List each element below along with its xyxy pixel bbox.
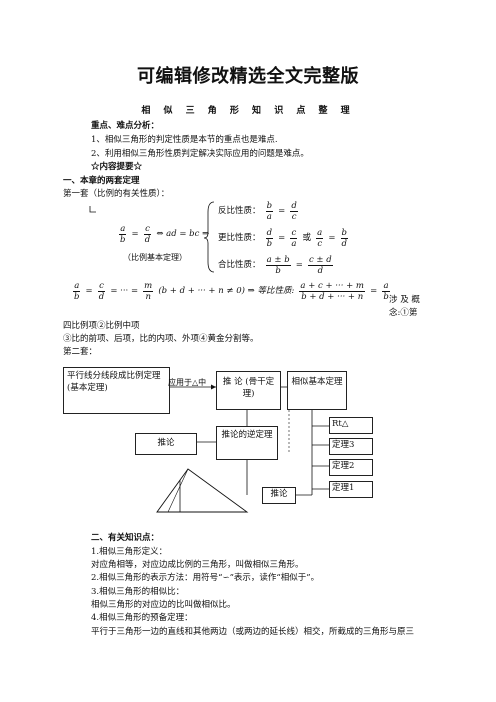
cross-product-expression: ⇔ ad = bc ⇒: [156, 229, 210, 239]
knowledge-4-title: 4.相似三角形的预备定理：: [91, 613, 193, 623]
arrow-label-apply-to-triangle: 应用于△中: [168, 378, 207, 387]
box-right-triangle: Rt△: [329, 417, 373, 434]
box-corollary-bottom: 推论: [262, 487, 296, 504]
key-points-heading: 重点、难点分析：: [91, 121, 160, 131]
set-2-label: 第二套：: [63, 347, 98, 357]
knowledge-3-body: 相似三角形的对应边的比叫做相似比。: [91, 600, 236, 610]
concepts-text-d: ③比的前项、后项，比的内项、外项④黄金分割等。: [63, 334, 259, 344]
key-point-1: 1、相似三角形的判定性质是本节的重点也是难点.: [91, 135, 278, 145]
composition-property-label: 合比性质：: [218, 260, 261, 270]
concepts-text-b: 念:①第: [389, 308, 418, 318]
equal-ratio-condition: (b + d + ··· + n ≠ 0) ⇒ 等比性质:: [158, 286, 295, 296]
knowledge-1-body: 对应角相等，对应边成比例的三角形，叫做相似三角形。: [91, 560, 304, 570]
box-similar-basic-theorem: 相似基本定理: [287, 371, 347, 410]
knowledge-3-title: 3.相似三角形的相似比：: [91, 587, 185, 597]
concepts-text-a: 涉 及 概: [389, 295, 420, 305]
alternate-property-label: 更比性质：: [218, 233, 261, 243]
concepts-text-c: 四比例项②比例中项: [63, 321, 140, 331]
box-corollary-main: 推 论 (骨干定理): [216, 371, 281, 410]
box-parallel-lines-theorem: 平行线分线段成比例定理(基本定理): [63, 367, 170, 414]
key-point-2: 2、利用相似三角形性质判定解决实际应用的问题是难点。: [91, 149, 309, 159]
document-title: 可编辑修改精选全文完整版: [137, 66, 359, 87]
set-1-label: 第一套（比例的有关性质）：: [63, 189, 170, 199]
box-corollary-left: 推论: [135, 433, 197, 455]
knowledge-2: 2.相似三角形的表示方法：用符号“∽”表示，读作“相似于”。: [91, 573, 320, 583]
box-theorem-1: 定理1: [329, 481, 373, 498]
section-1-heading: 一、本章的两套定理: [63, 176, 140, 186]
knowledge-4-body: 平行于三角形一边的直线和其他两边（或两边的延长线）相交，所截成的三角形与原三: [91, 627, 415, 637]
summary-heading: ☆内容提要☆: [91, 162, 143, 172]
alternate-or: 或: [302, 233, 312, 243]
box-theorem-2: 定理2: [329, 459, 373, 476]
section-2-heading: 二、有关知识点：: [91, 533, 160, 543]
box-theorem-3: 定理3: [329, 438, 373, 455]
inverse-property-label: 反比性质：: [218, 206, 261, 216]
knowledge-1-title: 1.相似三角形定义：: [91, 547, 168, 557]
document-subtitle: 相 似 三 角 形 知 识 点 整 理: [141, 106, 355, 116]
basic-theorem-label: （比例基本定理）: [123, 253, 187, 262]
box-corollary-inverse: 推论的逆定理: [216, 426, 278, 460]
